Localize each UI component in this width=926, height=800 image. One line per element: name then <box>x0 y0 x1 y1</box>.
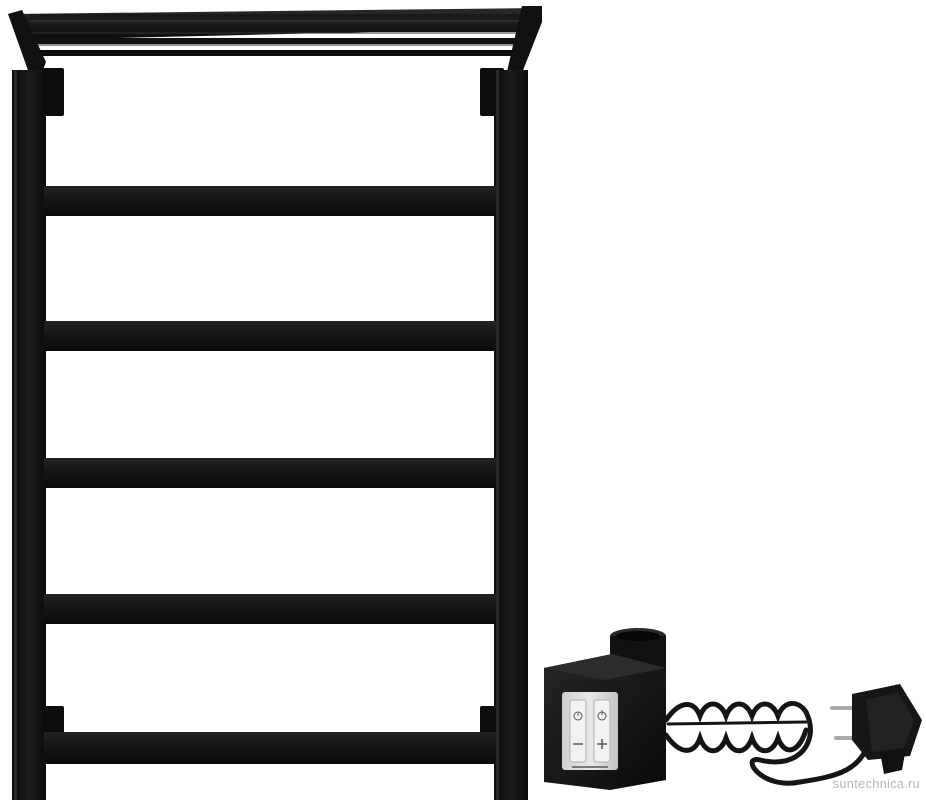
crossbar-4 <box>44 594 496 624</box>
crossbar-3 <box>44 458 496 488</box>
crossbar-1 <box>44 186 496 216</box>
left-side-rail <box>12 70 46 800</box>
coiled-cable <box>663 701 873 786</box>
top-shelf <box>8 6 542 78</box>
timer-icon <box>573 711 583 721</box>
right-side-rail <box>494 70 528 800</box>
thermostat <box>544 628 666 790</box>
plus-icon <box>597 739 607 749</box>
power-plug <box>830 684 922 774</box>
towel-rail <box>8 6 542 800</box>
power-icon <box>597 710 607 721</box>
crossbar-5 <box>44 732 496 764</box>
crossbar-2 <box>44 321 496 351</box>
watermark-text: suntechnica.ru <box>832 776 920 791</box>
